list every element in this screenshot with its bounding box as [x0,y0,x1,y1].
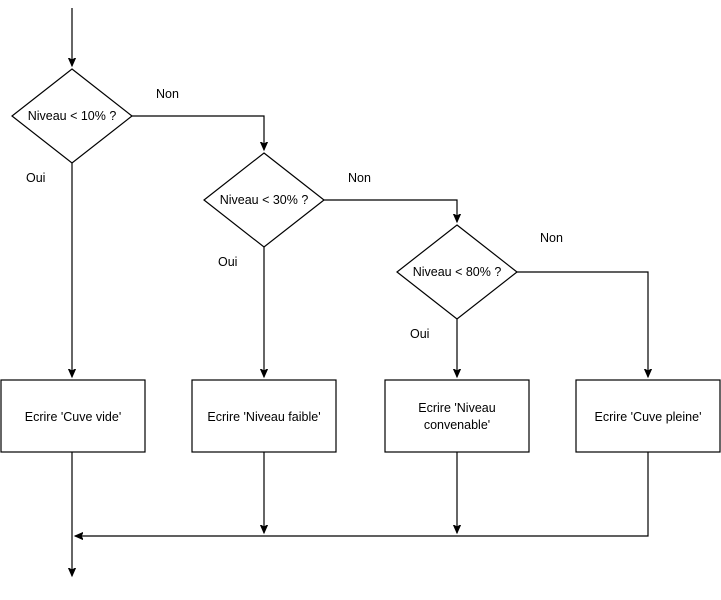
decision-3-label: Niveau < 80% ? [413,265,502,279]
action-1-text: Ecrire 'Cuve vide' [25,410,121,424]
action-3-text-line1: Ecrire 'Niveau [418,401,495,415]
decision-2-no-label: Non [348,171,371,185]
action-4-box [575,379,721,453]
edge-a4-merge [75,452,649,536]
action-2-text: Ecrire 'Niveau faible' [207,410,320,424]
action-4-text: Ecrire 'Cuve pleine' [595,410,702,424]
decision-3-no-label: Non [540,231,563,245]
edge-d2-no [324,199,457,222]
edge-d3-no [517,271,648,377]
action-2-box [191,379,337,453]
edge-d1-no [132,115,264,150]
action-3-text-line2: convenable' [424,418,490,432]
decision-1-no-label: Non [156,87,179,101]
decision-2-yes-label: Oui [218,255,237,269]
decision-1-label: Niveau < 10% ? [28,109,117,123]
action-3-box [384,379,530,453]
decision-2-label: Niveau < 30% ? [220,193,309,207]
decision-1-yes-label: Oui [26,171,45,185]
action-1-box [0,379,146,453]
decision-3-yes-label: Oui [410,327,429,341]
